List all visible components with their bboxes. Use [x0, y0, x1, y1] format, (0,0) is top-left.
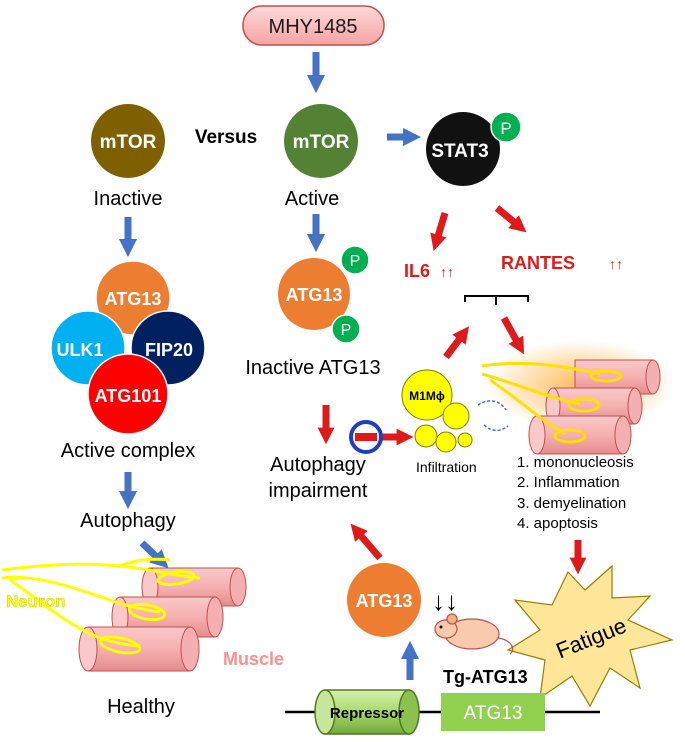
pathology-item: 2. Inflammation	[517, 474, 620, 491]
arrow-atg13-to-impairment	[350, 523, 383, 561]
mouse-icon	[434, 613, 514, 655]
mtor-inactive-state: Inactive	[94, 188, 163, 210]
inflamed-muscle-illustration	[481, 340, 675, 455]
autophagy-label: Autophagy	[80, 510, 176, 532]
fatigue-burst: Fatigue	[506, 564, 674, 708]
phospho-top-label: P	[350, 253, 361, 270]
complex-ulk1: ULK1	[56, 340, 103, 360]
phospho-badge-top	[340, 245, 370, 275]
drug-label: MHY1485	[269, 16, 358, 38]
repressor-label: Repressor	[330, 705, 404, 722]
phospho-label: P	[500, 119, 511, 138]
pathology-item: 4. apoptosis	[517, 515, 598, 532]
stat3-node: STAT3 P	[426, 111, 522, 186]
mtor-active-label: mTOR	[293, 132, 350, 153]
m1-label: M1Mϕ	[409, 389, 445, 403]
neuron-label: Neuron	[6, 592, 66, 611]
atg13-bottom-label: ATG13	[356, 591, 413, 611]
drug-node: MHY1485	[242, 5, 385, 46]
neuron	[1, 557, 201, 655]
il6-label: IL6	[404, 261, 430, 281]
arrow-stat3-to-rantes	[494, 205, 527, 233]
phospho-badge-bottom	[331, 314, 361, 344]
pathology-item: 1. mononucleosis	[517, 454, 634, 471]
healthy-label: Healthy	[107, 696, 175, 718]
complex-fip20: FIP20	[145, 340, 193, 360]
versus-label: Versus	[195, 127, 257, 148]
arrow-bracket-to-muscle	[500, 316, 525, 355]
muscle-fiber	[78, 626, 200, 672]
rantes-up: ↑↑	[609, 256, 623, 272]
muscle-label: Muscle	[223, 649, 284, 669]
arrow-m1-to-bracket	[443, 326, 470, 360]
stat3-label: STAT3	[431, 141, 488, 162]
atg13-gene-label: ATG13	[464, 703, 523, 724]
atg-complex: ATG13 ULK1 FIP20 ATG101	[50, 260, 206, 435]
tg-label: Tg-ATG13	[443, 667, 528, 687]
muscle-fiber	[528, 415, 632, 455]
phospho-badge	[490, 111, 522, 143]
m1-macrophages: M1Mϕ	[401, 369, 509, 453]
mtor-active-state: Active	[285, 188, 339, 210]
mtor-inactive-node: mTOR	[91, 104, 165, 178]
inflamed-neuron	[481, 361, 623, 444]
complex-atg101: ATG101	[95, 386, 162, 406]
gene-construct: Repressor ATG13	[285, 689, 600, 735]
pathology-list: 1. mononucleosis 2. Inflammation 3. demy…	[517, 454, 634, 532]
impairment-line1: Autophagy	[270, 454, 366, 476]
inactive-atg13-caption: Inactive ATG13	[245, 357, 380, 379]
complex-caption: Active complex	[61, 440, 196, 462]
healthy-muscle-illustration	[1, 557, 247, 672]
inhibition-symbol	[349, 420, 383, 454]
atg13-bottom-node: ATG13	[347, 563, 421, 637]
mtor-active-node: mTOR	[284, 104, 358, 178]
infiltration-label: Infiltration	[416, 459, 477, 475]
cytokine-bracket	[464, 295, 529, 305]
il6-up: ↑↑	[440, 264, 454, 280]
rantes-label: RANTES	[501, 253, 575, 273]
mtor-inactive-label: mTOR	[100, 132, 157, 153]
phospho-bottom-label: P	[341, 322, 352, 339]
atg13-phospho-node: ATG13 P P	[278, 245, 370, 344]
atg13-phospho-label: ATG13	[286, 285, 343, 305]
atg13-down: ↓↓	[432, 586, 458, 616]
pathology-item: 3. demyelination	[517, 495, 626, 512]
complex-atg13: ATG13	[105, 289, 162, 309]
arrow-stat3-to-il6	[430, 211, 449, 252]
impairment-line2: impairment	[269, 480, 368, 502]
red-arrows	[317, 205, 587, 575]
